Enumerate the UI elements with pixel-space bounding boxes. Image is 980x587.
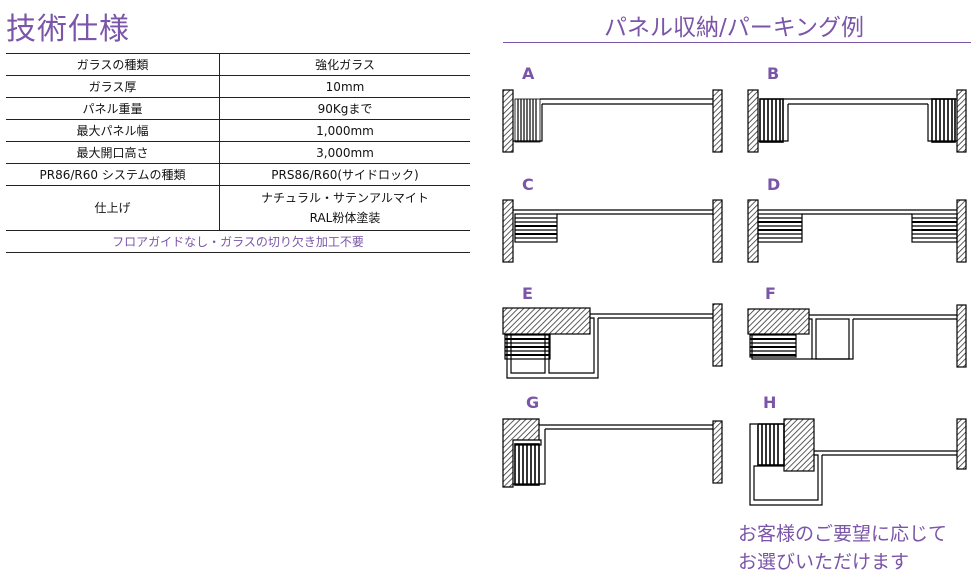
spec-value: 強化ガラス [219,53,470,76]
diagram-e [502,303,723,379]
panel-stack [757,423,785,466]
panel-stack [514,443,540,486]
diagram-a [502,89,723,153]
spec-value: ナチュラル・サテンアルマイト RAL粉体塗装 [219,185,470,231]
label-a: A [522,64,535,83]
diagram-f [747,304,967,368]
table-note-row: フロアガイドなし・ガラスの切り欠き加工不要 [6,230,470,253]
table-row: ガラスの種類 強化ガラス [6,53,470,76]
footer-line: お客様のご要望に応じて [738,523,948,545]
spec-value: 3,000mm [219,141,470,164]
spec-note: フロアガイドなし・ガラスの切り欠き加工不要 [6,230,470,253]
spec-key: 最大開口高さ [6,141,220,164]
title-divider [503,42,971,43]
label-g: G [526,393,540,412]
label-e: E [522,284,533,303]
label-c: C [522,175,534,194]
spec-value-line: RAL粉体塗装 [309,211,381,225]
spec-key: 仕上げ [6,185,220,231]
table-row: 最大パネル幅 1,000mm [6,119,470,142]
spec-key: ガラスの種類 [6,53,220,76]
spec-value: 10mm [219,75,470,98]
label-f: F [765,284,776,303]
spec-key: 最大パネル幅 [6,119,220,142]
table-row: 最大開口高さ 3,000mm [6,141,470,164]
table-row: 仕上げ ナチュラル・サテンアルマイト RAL粉体塗装 [6,185,470,231]
spec-value-line: ナチュラル・サテンアルマイト [261,191,429,205]
panel-stack [514,98,541,143]
spec-value: 90Kgまで [219,97,470,120]
spec-key: ガラス厚 [6,75,220,98]
panel-stack [514,213,558,243]
panel-stack [749,334,797,358]
panel-stack [759,98,956,143]
table-row: ガラス厚 10mm [6,75,470,98]
spec-key: PR86/R60 システムの種類 [6,163,220,186]
diagram-d [747,199,967,263]
label-h: H [763,393,777,412]
spec-title: 技術仕様 [6,12,130,47]
table-row: PR86/R60 システムの種類 PRS86/R60(サイドロック) [6,163,470,186]
diagram-b [747,89,967,153]
parking-title: パネル収納/パーキング例 [604,15,865,41]
spec-value: 1,000mm [219,119,470,142]
label-d: D [767,175,781,194]
spec-table: ガラスの種類 強化ガラス ガラス厚 10mm パネル重量 90Kgまで 最大パネ… [6,53,470,253]
footer-note: お客様のご要望に応じて お選びいただけます [738,520,947,576]
diagram-g [502,418,723,488]
table-row: パネル重量 90Kgまで [6,97,470,120]
panel-stack [757,213,958,243]
panel-stack [504,334,551,360]
spec-key: パネル重量 [6,97,220,120]
label-b: B [767,64,780,83]
diagram-c [502,199,723,263]
diagram-h [749,418,967,506]
spec-value: PRS86/R60(サイドロック) [219,163,470,186]
footer-line: お選びいただけます [738,551,910,573]
